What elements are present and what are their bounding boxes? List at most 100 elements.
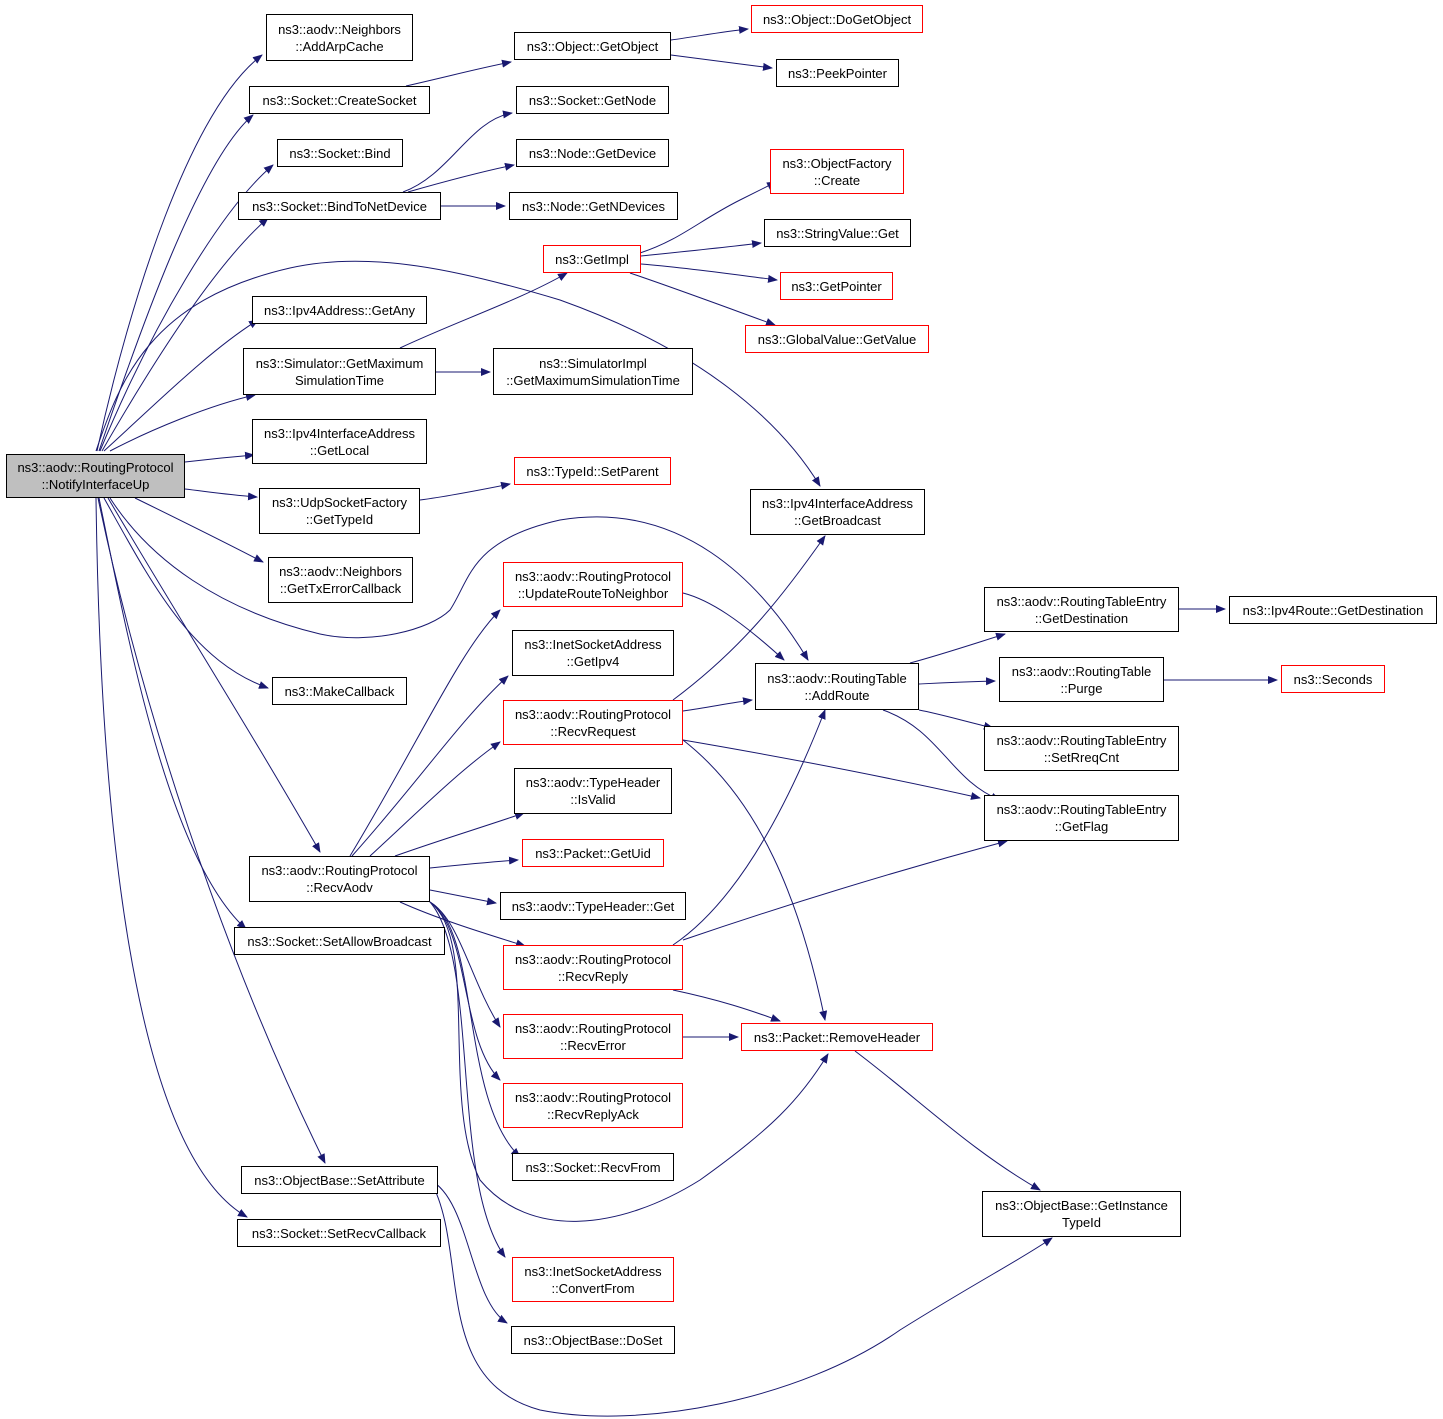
node-object-factory-create[interactable]: ns3::ObjectFactory::Create: [770, 149, 904, 194]
node-peek-pointer[interactable]: ns3::PeekPointer: [776, 59, 899, 87]
call-edge: [672, 535, 826, 701]
node-packet-remove-header[interactable]: ns3::Packet::RemoveHeader: [741, 1023, 933, 1051]
node-label: ::RecvReplyAck: [547, 1106, 639, 1122]
call-edge: [682, 697, 753, 712]
node-set-recv-callback[interactable]: ns3::Socket::SetRecvCallback: [237, 1219, 441, 1247]
call-edge: [672, 709, 826, 946]
node-recv-aodv[interactable]: ns3::aodv::RoutingProtocol::RecvAodv: [249, 856, 430, 902]
call-edge: [107, 497, 321, 853]
call-edge: [109, 497, 809, 661]
node-label: ns3::ObjectFactory: [782, 155, 892, 171]
call-edge: [682, 739, 828, 1021]
call-edge: [99, 164, 274, 452]
node-label: ns3::TypeId::SetParent: [526, 463, 659, 479]
node-node-get-n-devices[interactable]: ns3::Node::GetNDevices: [509, 192, 678, 220]
node-label: ::GetIpv4: [566, 654, 620, 669]
node-label: ns3::Ipv4InterfaceAddress: [761, 496, 914, 511]
node-bind-to-net-device[interactable]: ns3::Socket::BindToNetDevice: [238, 192, 441, 220]
node-notify-interface-up[interactable]: ns3::aodv::RoutingProtocol::NotifyInterf…: [6, 454, 185, 498]
node-rte-set-rreq-cnt[interactable]: ns3::aodv::RoutingTableEntry::SetRreqCnt: [984, 726, 1179, 771]
node-label: ns3::GlobalValue::GetValue: [757, 331, 917, 347]
call-edge: [682, 739, 981, 800]
call-edge: [399, 901, 526, 948]
node-label: ::SetRreqCnt: [1043, 749, 1120, 765]
node-set-allow-broadcast[interactable]: ns3::Socket::SetAllowBroadcast: [234, 927, 445, 955]
node-label: ::RecvAodv: [306, 880, 373, 895]
node-socket-recv-from[interactable]: ns3::Socket::RecvFrom: [512, 1153, 674, 1181]
node-label: ns3::aodv::Neighbors: [279, 564, 402, 579]
node-label: ::GetTypeId: [305, 512, 374, 527]
call-edge: [407, 162, 515, 193]
node-object-base-do-set[interactable]: ns3::ObjectBase::DoSet: [511, 1326, 675, 1354]
node-get-tx-error-callback[interactable]: ns3::aodv::Neighbors::GetTxErrorCallback: [268, 557, 413, 603]
call-edge: [429, 901, 521, 1158]
node-get-broadcast[interactable]: ns3::Ipv4InterfaceAddress::GetBroadcast: [750, 489, 925, 535]
node-label: ns3::aodv::RoutingProtocol: [514, 568, 672, 584]
node-routing-table-add-route[interactable]: ns3::aodv::RoutingTable::AddRoute: [755, 663, 919, 710]
node-recv-reply[interactable]: ns3::aodv::RoutingProtocol::RecvReply: [503, 945, 683, 990]
node-label: ns3::Node::GetNDevices: [521, 198, 666, 214]
node-inet-get-ipv4[interactable]: ns3::InetSocketAddress::GetIpv4: [512, 630, 674, 676]
node-recv-error[interactable]: ns3::aodv::RoutingProtocol::RecvError: [503, 1014, 683, 1059]
call-edge: [429, 901, 829, 1222]
call-edge: [101, 217, 269, 452]
node-ipv4-route-get-destination[interactable]: ns3::Ipv4Route::GetDestination: [1229, 596, 1437, 624]
node-get-object[interactable]: ns3::Object::GetObject: [514, 32, 671, 60]
call-edge: [672, 989, 781, 1022]
node-label: ns3::ObjectBase::DoSet: [523, 1332, 663, 1348]
node-set-attribute[interactable]: ns3::ObjectBase::SetAttribute: [241, 1166, 438, 1194]
node-label: ns3::aodv::RoutingProtocol: [514, 706, 672, 722]
node-udp-get-typeid[interactable]: ns3::UdpSocketFactory::GetTypeId: [259, 488, 420, 534]
node-label: ::AddRoute: [804, 687, 870, 703]
node-get-impl[interactable]: ns3::GetImpl: [543, 245, 641, 273]
node-create-socket[interactable]: ns3::Socket::CreateSocket: [249, 86, 430, 114]
node-simulator-impl-get-maximum[interactable]: ns3::SimulatorImpl::GetMaximumSimulation…: [493, 348, 693, 395]
node-typeid-set-parent[interactable]: ns3::TypeId::SetParent: [514, 457, 671, 485]
node-get-pointer[interactable]: ns3::GetPointer: [780, 272, 893, 300]
call-edge: [918, 677, 996, 686]
call-edge: [682, 839, 1008, 941]
call-edge: [918, 709, 994, 730]
node-label: ns3::Socket::SetAllowBroadcast: [247, 933, 432, 949]
node-string-value-get[interactable]: ns3::StringValue::Get: [764, 219, 911, 247]
node-socket-bind[interactable]: ns3::Socket::Bind: [277, 139, 403, 167]
node-node-get-device[interactable]: ns3::Node::GetDevice: [516, 139, 669, 167]
node-label: ::GetTxErrorCallback: [279, 581, 402, 596]
node-recv-reply-ack[interactable]: ns3::aodv::RoutingProtocol::RecvReplyAck: [503, 1083, 683, 1128]
node-inet-convert-from[interactable]: ns3::InetSocketAddress::ConvertFrom: [512, 1257, 674, 1302]
node-label: TypeId: [1061, 1215, 1102, 1230]
node-socket-get-node[interactable]: ns3::Socket::GetNode: [516, 86, 669, 114]
node-get-local[interactable]: ns3::Ipv4InterfaceAddress::GetLocal: [252, 419, 427, 464]
node-label: ns3::InetSocketAddress: [524, 1263, 662, 1279]
call-edge: [98, 497, 247, 930]
call-edge: [95, 260, 821, 487]
node-type-header-is-valid[interactable]: ns3::aodv::TypeHeader::IsValid: [514, 768, 672, 814]
node-seconds[interactable]: ns3::Seconds: [1281, 665, 1385, 693]
node-type-header-get[interactable]: ns3::aodv::TypeHeader::Get: [500, 892, 686, 920]
node-rte-get-flag[interactable]: ns3::aodv::RoutingTableEntry::GetFlag: [984, 795, 1179, 841]
node-label: ns3::Node::GetDevice: [528, 145, 657, 161]
node-rte-get-destination[interactable]: ns3::aodv::RoutingTableEntry::GetDestina…: [984, 587, 1179, 632]
node-recv-request[interactable]: ns3::aodv::RoutingProtocol::RecvRequest: [503, 700, 683, 745]
node-make-callback[interactable]: ns3::MakeCallback: [272, 677, 407, 705]
call-edge: [419, 481, 511, 501]
node-add-arp-cache[interactable]: ns3::aodv::Neighbors::AddArpCache: [266, 14, 413, 61]
node-label: ns3::Socket::SetRecvCallback: [251, 1225, 427, 1241]
node-update-route-to-neighbor[interactable]: ns3::aodv::RoutingProtocol::UpdateRouteT…: [503, 562, 683, 607]
node-ipv4-get-any[interactable]: ns3::Ipv4Address::GetAny: [252, 296, 427, 324]
call-edge: [184, 488, 258, 501]
node-routing-table-purge[interactable]: ns3::aodv::RoutingTable::Purge: [999, 657, 1164, 702]
node-label: ns3::Seconds: [1293, 671, 1373, 687]
node-global-value-get-value[interactable]: ns3::GlobalValue::GetValue: [745, 325, 929, 353]
node-packet-get-uid[interactable]: ns3::Packet::GetUid: [522, 839, 664, 867]
node-label: ::RecvReply: [557, 968, 629, 984]
node-label: ns3::Socket::RecvFrom: [525, 1159, 661, 1175]
node-label: ns3::Ipv4InterfaceAddress: [263, 425, 416, 441]
call-edge: [394, 812, 525, 857]
node-label: ns3::aodv::TypeHeader::Get: [511, 898, 675, 914]
node-do-get-object[interactable]: ns3::Object::DoGetObject: [751, 5, 923, 33]
